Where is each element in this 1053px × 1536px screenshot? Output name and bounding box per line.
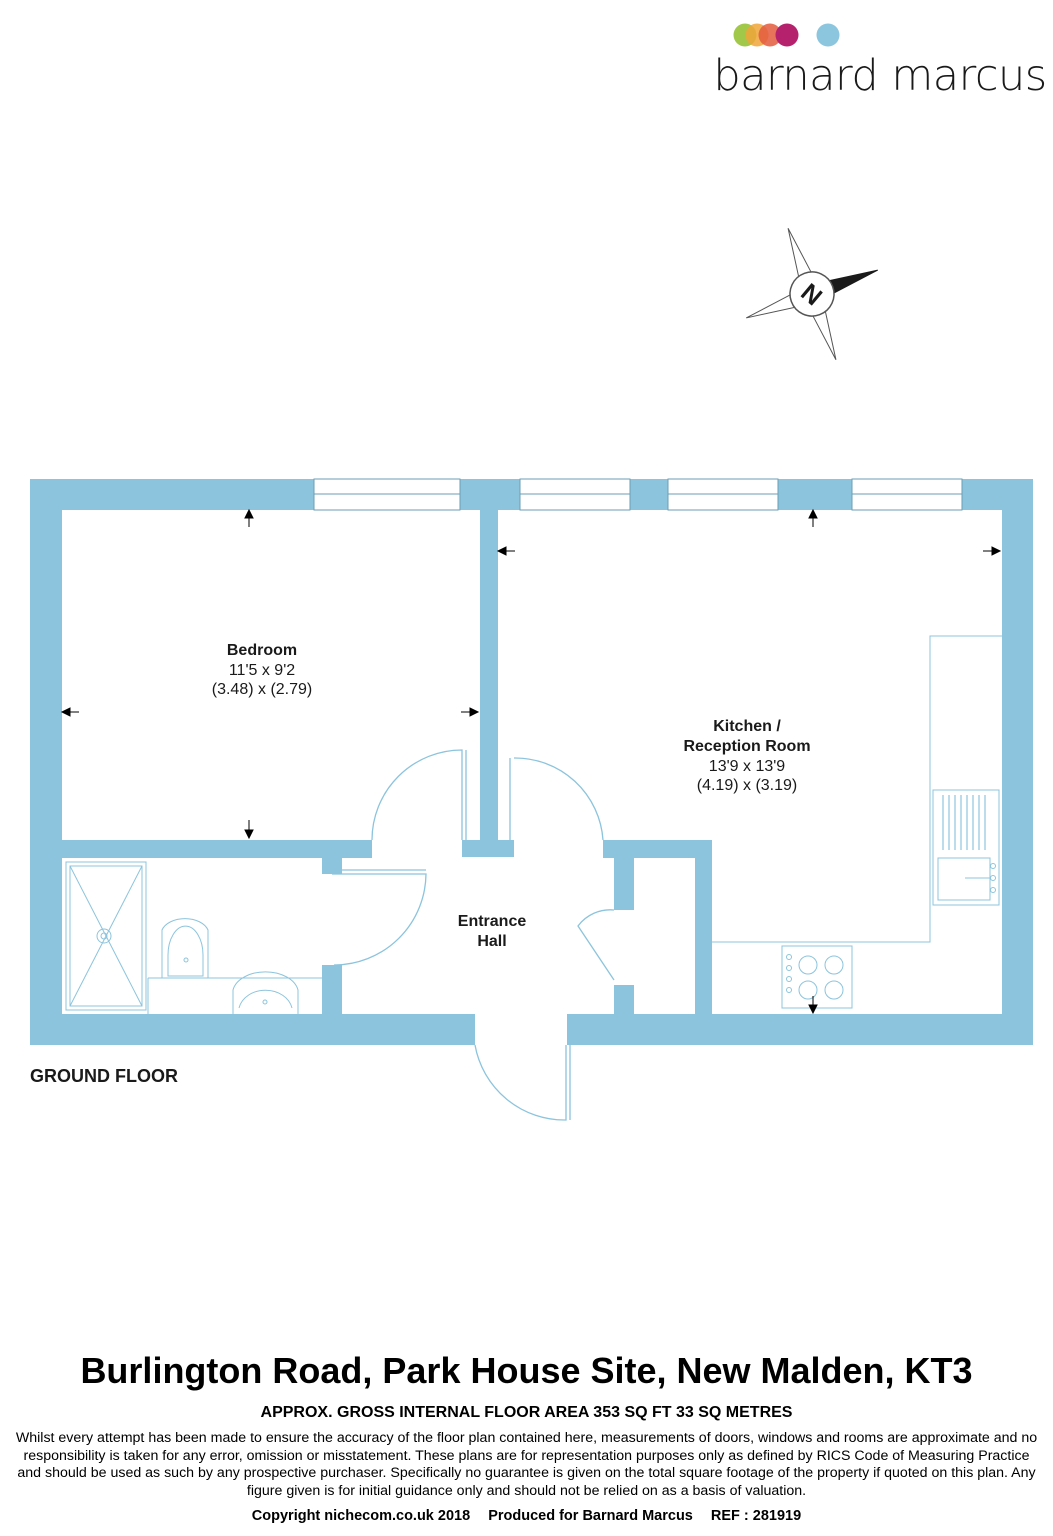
property-address: Burlington Road, Park House Site, New Ma… [80,1350,973,1391]
walls [30,479,1033,1045]
brand-name: barnard marcus [713,51,1046,101]
north-compass-icon: N [745,227,879,361]
bathroom-door [332,873,427,966]
reference: REF : 281919 [710,1508,802,1524]
doors [332,749,615,1121]
disclaimer: Whilst every attempt has been made to en… [15,1430,1038,1499]
credits: Copyright nichecom.co.uk 2018 Produced f… [0,1508,1053,1524]
sink-icon [932,789,1000,906]
brand-dot [775,23,799,47]
brand-logo: barnard marcus [713,23,1047,101]
floor-plan: barnard marcus N [30,23,1047,1121]
floor-area: APPROX. GROSS INTERNAL FLOOR AREA 353 SQ… [260,1404,793,1421]
room-labels: Bedroom 11'5 x 9'2 (3.48) x (2.79) Kitch… [30,642,811,1086]
bedroom-door [371,749,463,841]
brand-dot [758,23,782,47]
toilet-icon [161,918,209,978]
hob-icon [781,945,853,1009]
windows [313,478,963,511]
bedroom-dims-metric: (3.48) x (2.79) [212,681,312,698]
kitchen-door [513,757,604,841]
cupboard-door [577,909,615,981]
front-door [474,1044,567,1121]
kitchen-name-line2: Reception Room [683,738,810,755]
kitchen-fittings [712,635,1002,1009]
kitchen-dims-imperial: 13'9 x 13'9 [709,758,785,775]
basin-icon [232,971,299,1014]
hall-name-line1: Entrance [458,913,527,930]
hall-name-line2: Hall [477,933,506,950]
floor-label: GROUND FLOOR [30,1066,178,1086]
bedroom-dims-imperial: 11'5 x 9'2 [229,662,295,679]
produced-for: Produced for Barnard Marcus [488,1508,693,1524]
shower-tray-icon [65,861,147,1011]
dimension-arrows [60,508,1002,1015]
copyright: Copyright nichecom.co.uk 2018 [251,1508,471,1524]
bathroom-fittings [65,861,322,1014]
bedroom-name: Bedroom [227,642,297,659]
kitchen-dims-metric: (4.19) x (3.19) [697,777,797,794]
brand-dot [816,23,840,47]
kitchen-name-line1: Kitchen / [713,718,781,735]
